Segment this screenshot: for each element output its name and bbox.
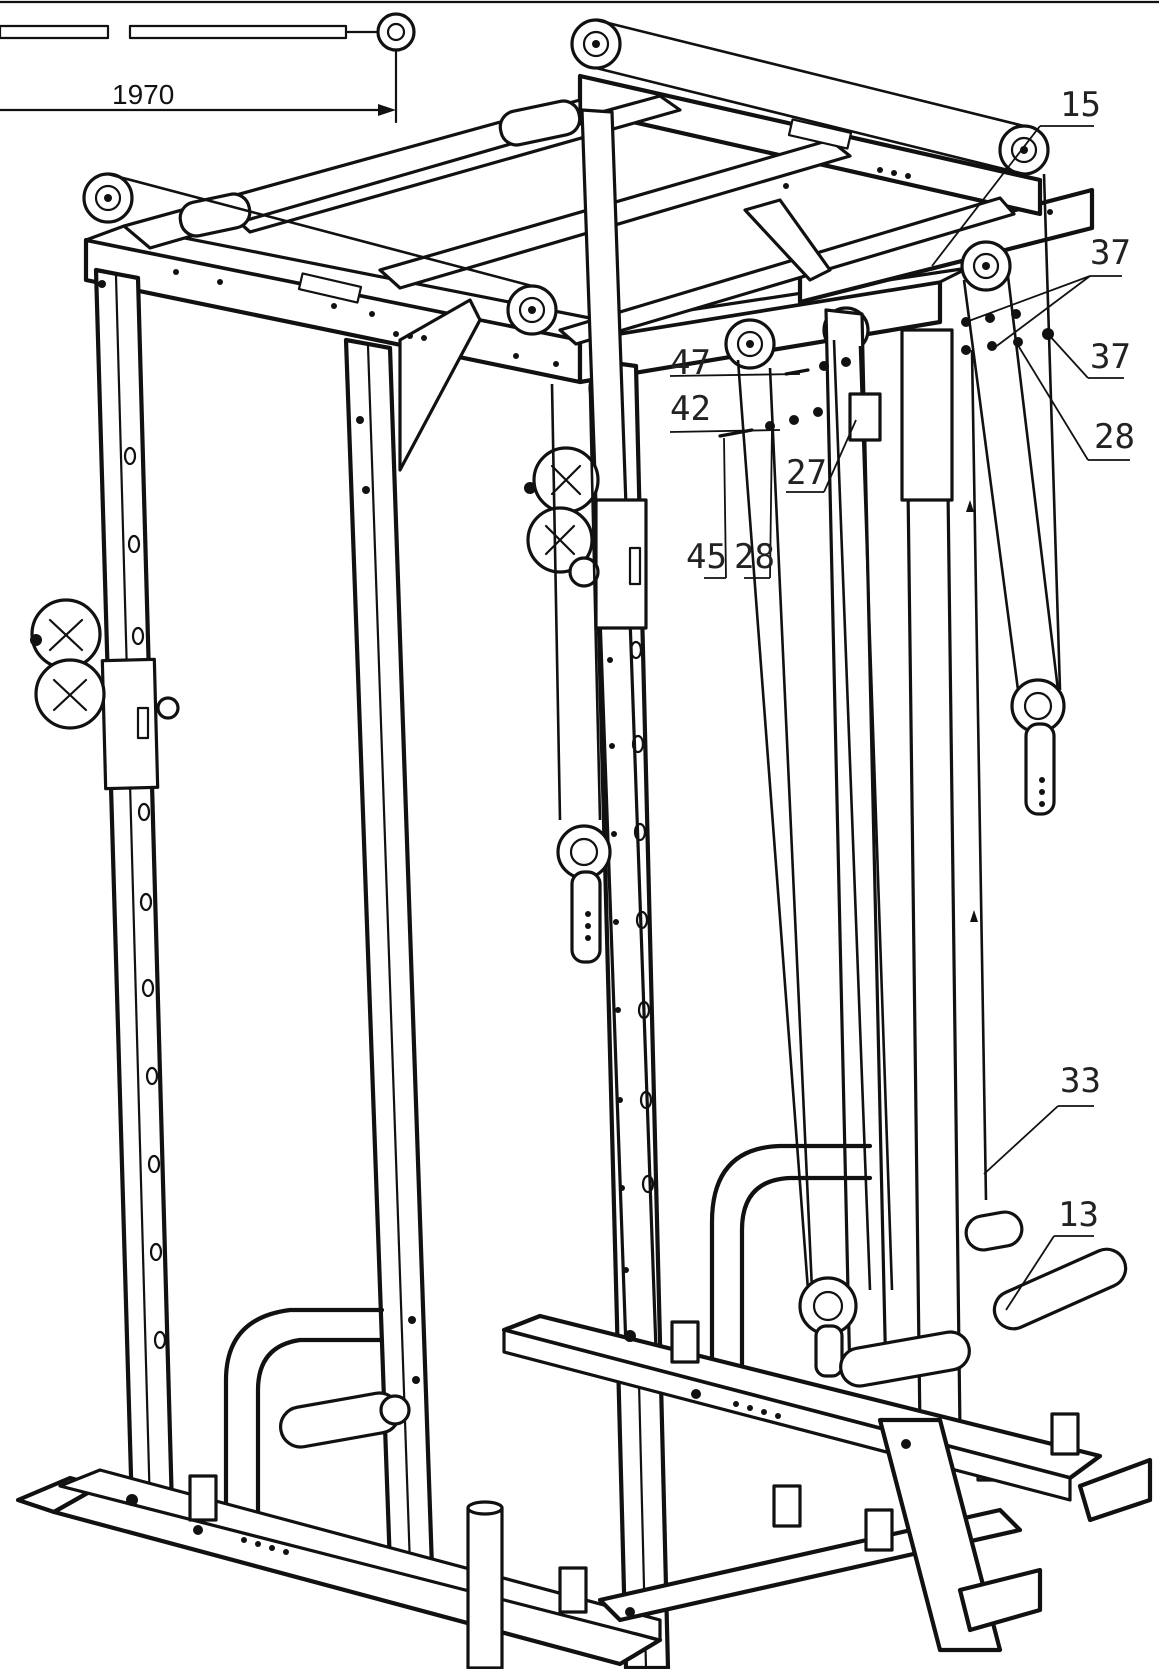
dimension-label: 1970 xyxy=(112,79,174,110)
callout-leaders xyxy=(669,125,1130,1311)
bar-holder-icon xyxy=(466,1506,504,1669)
pulley-icon xyxy=(556,824,612,964)
pulley-icon xyxy=(506,284,558,336)
eye-bolt-icon xyxy=(376,12,416,52)
pulley-icon xyxy=(570,18,622,70)
callout-45: 45 xyxy=(686,537,727,577)
weight-horn-icon xyxy=(992,1247,1128,1331)
base-frame xyxy=(15,1313,1153,1669)
pulley-icon xyxy=(1010,678,1066,816)
dimension-indicator: 1970 xyxy=(0,0,1159,124)
callout-37: 37 xyxy=(1090,233,1131,273)
plate-storage xyxy=(223,1143,1128,1515)
pulley-icon xyxy=(798,1276,858,1378)
weight-horn-icon xyxy=(839,1330,971,1388)
pulley-icon xyxy=(82,172,134,224)
callout-47: 47 xyxy=(670,343,711,383)
callout-13: 13 xyxy=(1058,1195,1099,1235)
pulley-icon xyxy=(960,240,1012,292)
left-j-hook-carriage xyxy=(30,598,180,791)
callout-33: 33 xyxy=(1060,1061,1101,1101)
callout-37: 37 xyxy=(1090,337,1131,377)
center-j-hook-carriage xyxy=(524,446,648,630)
top-frame xyxy=(83,73,1095,472)
lower-cable-pulleys xyxy=(556,678,1066,1378)
callout-28: 28 xyxy=(1094,417,1135,457)
vertical-cables xyxy=(550,173,1062,1291)
pulley-icon xyxy=(998,124,1050,176)
callout-28: 28 xyxy=(734,537,775,577)
pulley-icon xyxy=(724,318,776,370)
callout-42: 42 xyxy=(670,389,711,429)
callout-labels: 15 37 37 47 42 28 27 45 28 33 13 xyxy=(670,85,1135,1235)
callout-15: 15 xyxy=(1060,85,1101,125)
fastener-hardware xyxy=(718,309,1054,502)
callout-27: 27 xyxy=(786,453,827,493)
top-cables xyxy=(107,18,1025,288)
front-middle-upright xyxy=(343,337,435,1571)
